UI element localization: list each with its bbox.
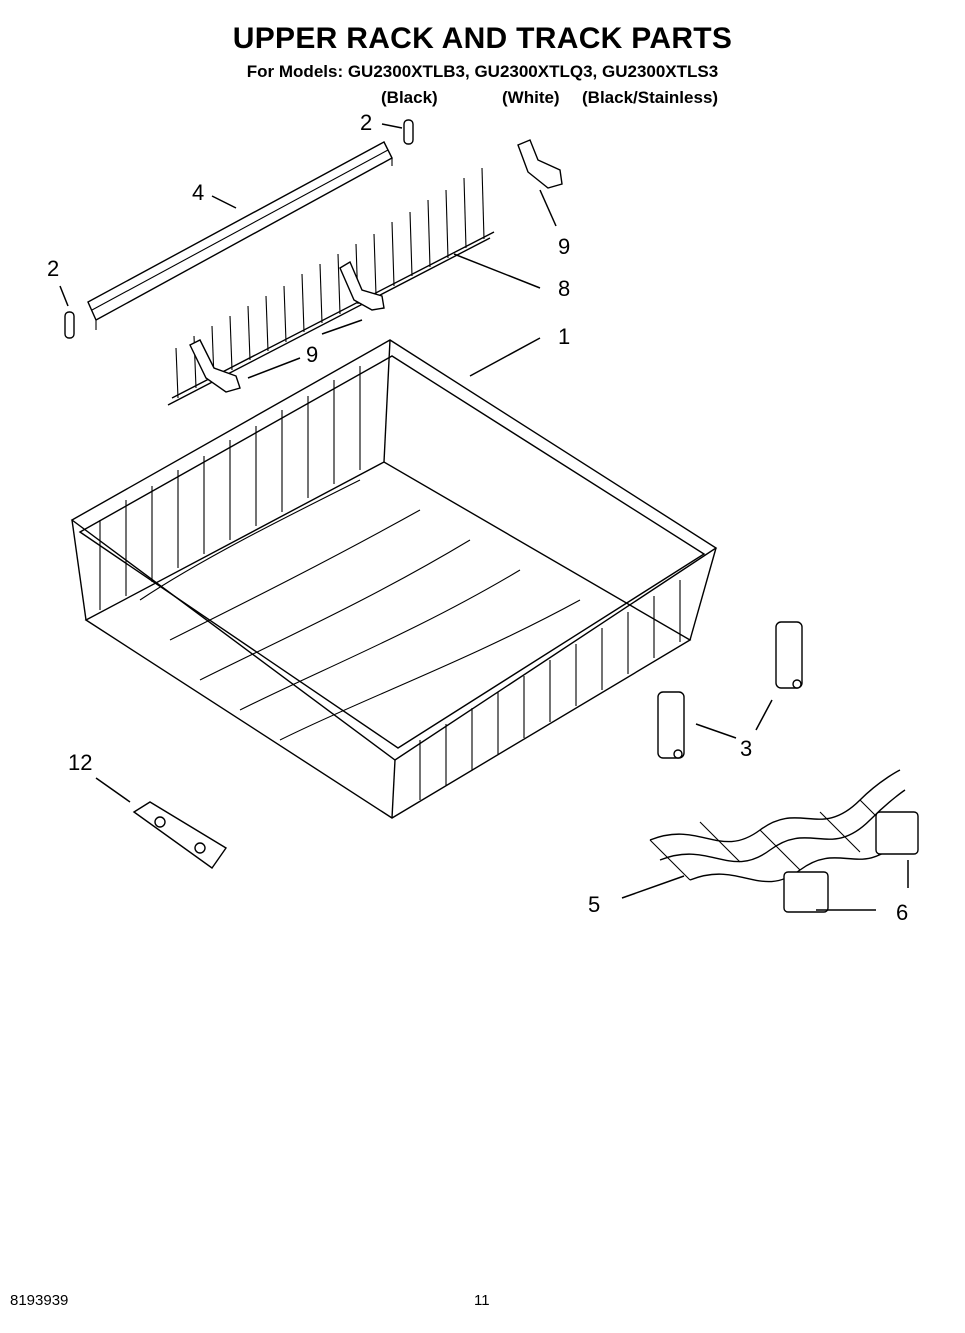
doc-number: 8193939: [10, 1292, 69, 1309]
callout-4: 4: [192, 180, 204, 205]
callout-9-top: 9: [558, 234, 570, 259]
part-1-upper-rack: [70, 339, 718, 819]
callout-6: 6: [896, 900, 908, 925]
callout-12: 12: [68, 750, 92, 775]
part-6-clip-left: [783, 871, 829, 913]
callout-3: 3: [740, 736, 752, 761]
part-9-clip-top: [517, 139, 563, 189]
part-12-bracket: [132, 801, 228, 869]
part-2-clip-top: [403, 119, 414, 145]
variant-white: (White): [502, 88, 560, 107]
part-3-track-stop-left: [657, 691, 685, 759]
part-3-track-stop-right: [775, 621, 803, 689]
callout-2-top: 2: [360, 110, 372, 135]
variant-black-stainless: (Black/Stainless): [582, 88, 719, 107]
part-4-rail: [87, 141, 393, 330]
callout-5: 5: [588, 892, 600, 917]
variant-black: (Black): [381, 88, 438, 107]
callout-9-left: 9: [306, 342, 318, 367]
part-6-clip-right: [875, 811, 919, 855]
leader-lines: [59, 123, 909, 911]
callout-2-left: 2: [47, 256, 59, 281]
part-5-tine-assembly: [649, 769, 906, 883]
callout-8: 8: [558, 276, 570, 301]
page-number: 11: [474, 1292, 490, 1309]
part-2-clip-left: [64, 311, 75, 339]
models-line: For Models: GU2300XTLB3, GU2300XTLQ3, GU…: [246, 62, 719, 81]
part-8-tine-row: [167, 167, 495, 406]
page-title: UPPER RACK AND TRACK PARTS: [232, 22, 733, 55]
callout-1: 1: [558, 324, 570, 349]
